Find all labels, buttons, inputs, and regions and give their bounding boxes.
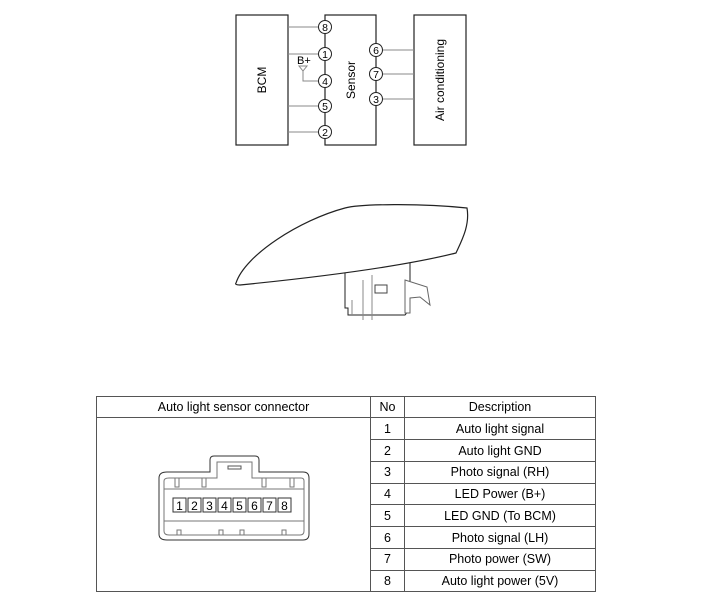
connector-pin-number: 8 [281,499,288,513]
bcm-box [235,14,289,146]
row-description: Auto light power (5V) [404,569,596,593]
pin-label: 3 [373,94,379,106]
row-no: 8 [370,569,405,593]
row-no: 5 [370,504,405,528]
ac-label: Air conditioning [433,39,447,121]
pin-label: 6 [373,45,379,57]
left-pins: 8 1 4 5 2 [318,20,332,139]
row-description: Auto light GND [404,439,596,462]
connector-pin-number: 7 [266,499,273,513]
pin-label: 2 [322,127,328,139]
pin-label: 5 [322,101,328,113]
row-description: LED Power (B+) [404,482,596,506]
pin-label: 4 [322,76,328,88]
pin-label: 8 [322,22,328,34]
connector-pin-number: 3 [206,499,213,513]
header-description: Description [404,395,596,419]
right-pins: 6 7 3 [369,43,383,106]
table-header-row: Auto light sensor connector No Descripti… [96,395,596,419]
pin-label: 7 [373,69,379,81]
connector-pin-number: 4 [221,499,228,513]
connector-pin-number: 6 [251,499,258,513]
pin-label: 1 [322,49,328,61]
connector-pin-number: 5 [236,499,243,513]
row-description: Photo signal (LH) [404,526,596,549]
connector-drawing-cell: 1 2 3 4 5 6 7 8 [96,417,371,593]
table-row: 1 2 3 4 5 6 7 8 1 Auto light signal [96,417,596,593]
header-no: No [370,395,405,419]
header-connector: Auto light sensor connector [96,395,371,419]
connector-pinout-table: Auto light sensor connector No Descripti… [96,395,596,593]
row-no: 7 [370,547,405,571]
bplus-label: B+ [297,55,311,67]
row-description: Photo power (SW) [404,547,596,571]
sensor-label: Sensor [344,61,358,99]
connector-face-drawing: 1 2 3 4 5 6 7 8 [158,455,310,541]
row-description: Photo signal (RH) [404,460,596,484]
row-no: 3 [370,460,405,484]
wiring-schematic: BCM Sensor Air conditioning B+ 8 1 4 5 2… [235,14,467,146]
row-no: 6 [370,526,405,549]
connector-pin-number: 2 [191,499,198,513]
bcm-label: BCM [255,67,269,94]
sensor-illustration [235,204,469,320]
row-no: 1 [370,417,405,441]
row-no: 2 [370,439,405,462]
row-no: 4 [370,482,405,506]
connector-pin-number: 1 [176,499,183,513]
row-description: Auto light signal [404,417,596,441]
ac-box [413,14,467,146]
row-description: LED GND (To BCM) [404,504,596,528]
